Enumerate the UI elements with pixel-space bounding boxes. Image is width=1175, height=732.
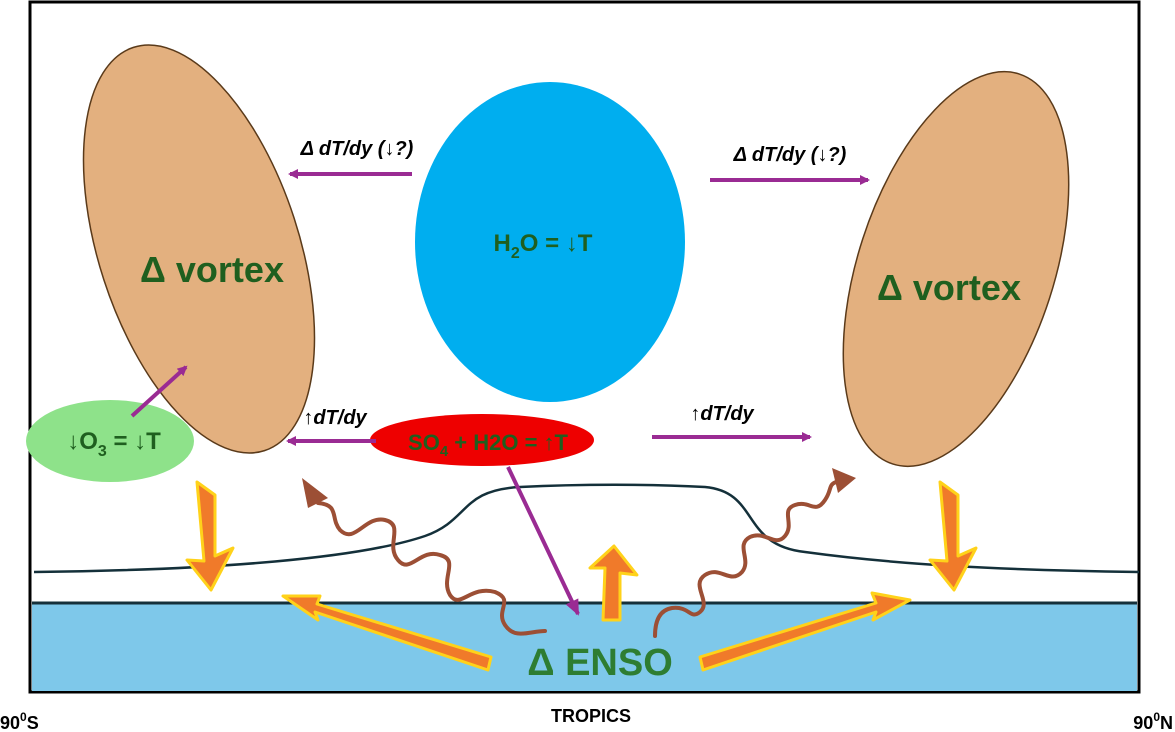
- so4-label-post: + H2O = ↑T: [448, 430, 568, 455]
- block-arrow-enso-right: [698, 591, 912, 672]
- vortex-left-label: Δ vortex: [140, 249, 284, 290]
- axis-south-tail: S: [27, 713, 39, 732]
- axis-south-base: 90: [0, 713, 20, 732]
- block-arrow-center-up: [588, 544, 639, 622]
- h2o-label-sub: 2: [511, 245, 520, 262]
- axis-north-tail: N: [1160, 713, 1173, 732]
- axis-center-label: TROPICS: [551, 706, 631, 726]
- h2o-label-pre: H: [494, 230, 511, 257]
- ocean-layer: [32, 603, 1137, 691]
- enso-label: Δ ENSO: [527, 642, 673, 684]
- o3-label-sub: 3: [98, 443, 107, 460]
- gradient-lower-right-label: ↑dT/dy: [690, 403, 754, 425]
- gradient-lower-left-label: ↑dT/dy: [303, 407, 367, 429]
- vortex-right-ellipse: [842, 70, 1070, 468]
- arrow-so4-to-ocean: [506, 466, 580, 616]
- h2o-label: H2O = ↓T: [494, 230, 593, 262]
- wavy-arrow-right-head: [832, 468, 856, 493]
- so4-label: SO4 + H2O = ↑T: [408, 430, 569, 460]
- wavy-arrow-left-head: [302, 478, 328, 508]
- block-arrow-right-down: [928, 480, 978, 592]
- axis-north-sup: 0: [1153, 710, 1160, 724]
- axis-south-label: 900S: [0, 710, 39, 732]
- gradient-upper-right-label: Δ dT/dy (↓?): [733, 144, 847, 166]
- axis-north-label: 900N: [1133, 710, 1173, 732]
- gradient-upper-left-label: Δ dT/dy (↓?): [300, 138, 414, 160]
- block-arrow-enso-left: [281, 594, 493, 672]
- o3-ellipse: [26, 400, 194, 482]
- block-arrow-left-down: [185, 480, 235, 592]
- arrow-o3-to-vortex: [130, 365, 188, 418]
- so4-ellipse: [370, 414, 594, 466]
- wavy-arrow-left: [316, 501, 547, 636]
- so4-label-sub: 4: [440, 443, 449, 460]
- tropopause-line: [33, 483, 1140, 574]
- axis-south-sup: 0: [20, 710, 27, 724]
- vortex-right-label: Δ vortex: [877, 267, 1021, 308]
- vortex-left-ellipse: [82, 44, 316, 454]
- o3-label-post: = ↓T: [107, 428, 161, 455]
- h2o-label-post: O = ↓T: [520, 230, 593, 257]
- o3-label-pre: ↓O: [67, 428, 98, 455]
- so4-label-pre: SO: [408, 430, 440, 455]
- wavy-arrow-right: [653, 480, 838, 638]
- h2o-ellipse: [415, 82, 685, 402]
- o3-label: ↓O3 = ↓T: [67, 428, 161, 460]
- axis-north-base: 90: [1133, 713, 1153, 732]
